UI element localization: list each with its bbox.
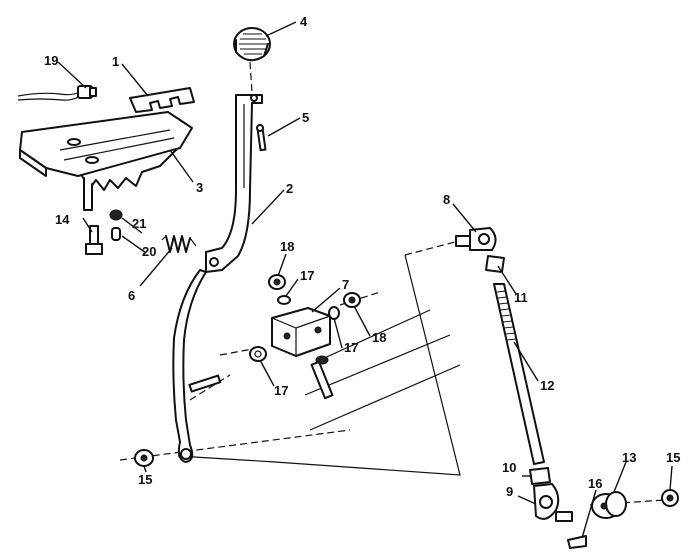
callout-20: 20	[142, 244, 156, 259]
callout-15-right: 15	[666, 450, 680, 465]
bolt	[85, 225, 103, 255]
jam-nut-upper	[485, 255, 505, 273]
callout-8: 8	[443, 192, 450, 207]
callout-18-right: 18	[372, 330, 386, 345]
callout-13: 13	[622, 450, 636, 465]
callout-3: 3	[196, 180, 203, 195]
callout-5: 5	[302, 110, 309, 125]
rod	[493, 283, 545, 465]
alignment-lines	[119, 61, 666, 506]
callout-2: 2	[286, 181, 293, 196]
ball-joint-lower	[533, 483, 573, 522]
callout-21: 21	[132, 216, 146, 231]
plate	[129, 87, 195, 113]
spring	[161, 235, 197, 253]
jam-nut-lower	[529, 467, 551, 485]
callout-11: 11	[514, 290, 528, 305]
callout-18-top: 18	[280, 239, 294, 254]
pedal-pin	[256, 124, 267, 152]
callout-1: 1	[112, 54, 119, 69]
nut-18-top	[268, 274, 286, 290]
ball-joint-upper	[455, 227, 497, 251]
callout-16: 16	[588, 476, 602, 491]
washer-17-top	[277, 295, 291, 305]
washer-17-bottom	[249, 346, 267, 362]
nut-21	[109, 209, 123, 221]
callout-14: 14	[55, 212, 70, 227]
threaded-stud-arm	[188, 374, 222, 393]
callout-19: 19	[44, 53, 58, 68]
leader-lines	[57, 21, 673, 539]
block	[271, 307, 331, 357]
bracket	[19, 111, 193, 211]
callout-17-top: 17	[300, 268, 314, 283]
nut-18-right	[343, 292, 361, 308]
callout-17-bottom: 17	[274, 383, 288, 398]
callout-4: 4	[300, 14, 308, 29]
key	[567, 535, 587, 549]
spacer-20	[111, 227, 121, 241]
washer-17-right	[328, 306, 340, 320]
callout-15-left: 15	[138, 472, 152, 487]
callout-6: 6	[128, 288, 135, 303]
switch	[17, 85, 97, 101]
pedal-arm	[172, 94, 263, 463]
callout-12: 12	[540, 378, 554, 393]
flange	[591, 491, 627, 519]
callout-labels: 4 1 19 5 3 2 21 20 14 6 8 11 12 18 17 7 …	[44, 14, 680, 499]
callout-7: 7	[342, 277, 349, 292]
nut-15-left	[134, 449, 154, 467]
pedal-pad	[233, 27, 271, 62]
threaded-stud-block	[310, 355, 334, 400]
nut-15-right	[661, 489, 679, 507]
callout-17-right: 17	[344, 340, 358, 355]
callout-10: 10	[502, 460, 516, 475]
callout-9: 9	[506, 484, 513, 499]
